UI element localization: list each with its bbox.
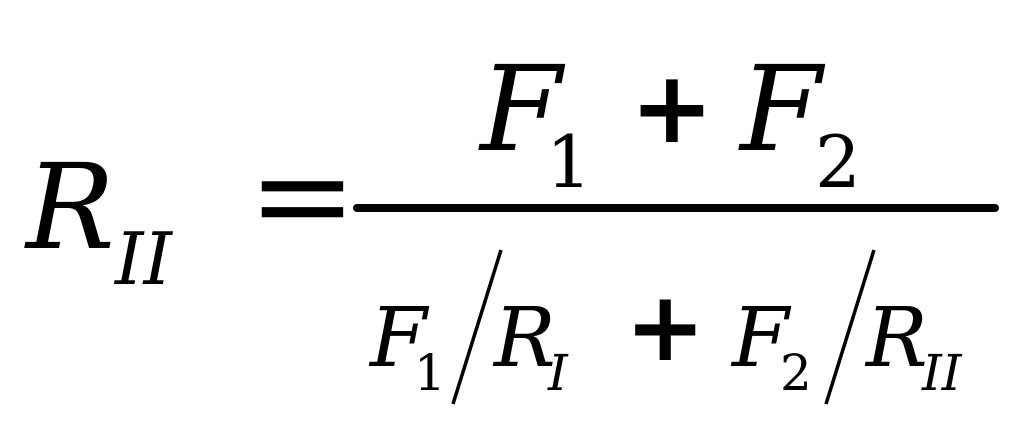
denominator-term2-denominator-symbol: R — [864, 291, 928, 386]
equals-sign: = — [248, 119, 357, 271]
denominator-term1-numerator-subscript: 1 — [414, 344, 446, 402]
denominator-term1-slash — [451, 249, 503, 405]
denominator-term1-denominator-subscript: I — [547, 344, 569, 402]
lhs-subscript: II — [113, 217, 173, 301]
numerator-term1-subscript: 1 — [546, 120, 592, 204]
denominator-term2-denominator-subscript: II — [921, 344, 963, 402]
numerator-term2-subscript: 2 — [815, 120, 861, 204]
denominator-plus: + — [625, 271, 705, 383]
lhs-symbol: R — [24, 138, 115, 276]
denominator-term2-numerator-subscript: 2 — [780, 344, 812, 402]
denominator-term1-numerator-symbol: F — [368, 291, 430, 386]
denominator: F 1 R I + F 2 R II — [368, 249, 963, 405]
denominator-term1-denominator-symbol: R — [492, 291, 556, 386]
denominator-term2-slash — [824, 249, 876, 405]
lhs-term: R II — [24, 138, 173, 301]
numerator-plus: + — [630, 49, 714, 166]
denominator-term2-numerator-symbol: F — [730, 291, 792, 386]
numerator-term2-symbol: F — [738, 40, 826, 178]
numerator: F 1 + F 2 — [478, 40, 861, 204]
numerator-term1-symbol: F — [478, 40, 566, 178]
